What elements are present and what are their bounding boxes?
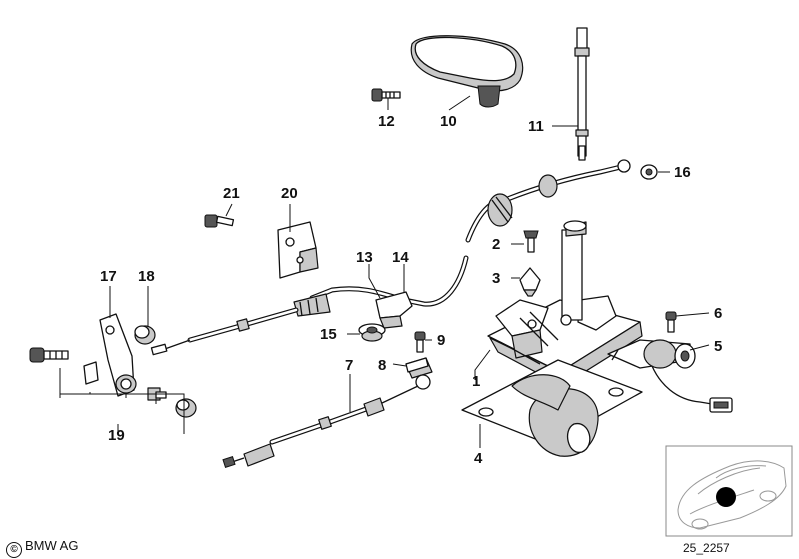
callout-2: 2 xyxy=(492,236,500,253)
part-11-selector-rod xyxy=(574,27,590,161)
part-19-fastener-set xyxy=(29,347,197,434)
callout-18: 18 xyxy=(138,268,155,285)
part-15-bushing xyxy=(358,323,386,342)
part-14-cable-bracket xyxy=(375,291,413,329)
callout-13: 13 xyxy=(356,249,373,266)
callout-10: 10 xyxy=(440,113,457,130)
callout-12: 12 xyxy=(378,113,395,130)
callout-21: 21 xyxy=(223,185,240,202)
callout-11: 11 xyxy=(528,118,544,135)
part-12-screw xyxy=(371,88,401,102)
callout-3: 3 xyxy=(492,270,500,287)
part-20-bracket xyxy=(277,221,319,279)
upper-cable xyxy=(465,159,631,243)
callout-8: 8 xyxy=(378,357,386,374)
locator-dot-icon xyxy=(716,487,736,507)
part-18-nut xyxy=(134,325,156,345)
copyright-notice: ©BMW AG xyxy=(6,538,78,558)
callout-6: 6 xyxy=(714,305,722,322)
locator-inset xyxy=(665,445,793,537)
part-6-screw xyxy=(665,311,677,333)
diagram-reference-code: 25_2257 xyxy=(683,541,730,555)
callout-numbers: 10 12 11 16 2 3 6 5 13 14 15 9 8 7 1 4 2… xyxy=(100,113,722,467)
part-5-solenoid xyxy=(607,339,733,413)
part-8-clip xyxy=(405,357,433,379)
part-7-lower-cable xyxy=(222,374,431,468)
callout-20: 20 xyxy=(281,185,298,202)
part-21-screw xyxy=(204,214,235,228)
copyright-mark-icon: © xyxy=(6,542,22,558)
leader-lines xyxy=(109,95,710,448)
callout-9: 9 xyxy=(437,332,445,349)
callout-5: 5 xyxy=(714,338,722,355)
part-10-selector-knob xyxy=(410,35,524,108)
part-3-clip xyxy=(519,267,541,297)
part-16-nut xyxy=(640,164,658,180)
part-17-lever xyxy=(99,313,137,397)
copyright-text: BMW AG xyxy=(25,538,79,553)
callout-14: 14 xyxy=(392,249,409,266)
callout-4: 4 xyxy=(474,450,483,467)
callout-1: 1 xyxy=(472,373,480,390)
callout-16: 16 xyxy=(674,164,691,181)
part-9-screw xyxy=(414,331,426,353)
callout-15: 15 xyxy=(320,326,337,343)
callout-7: 7 xyxy=(345,357,353,374)
callout-19: 19 xyxy=(108,427,125,444)
part-2-screw xyxy=(523,230,539,253)
part-1-selector-housing xyxy=(487,220,643,387)
callout-17: 17 xyxy=(100,268,117,285)
part-4-base-plate xyxy=(461,359,643,457)
